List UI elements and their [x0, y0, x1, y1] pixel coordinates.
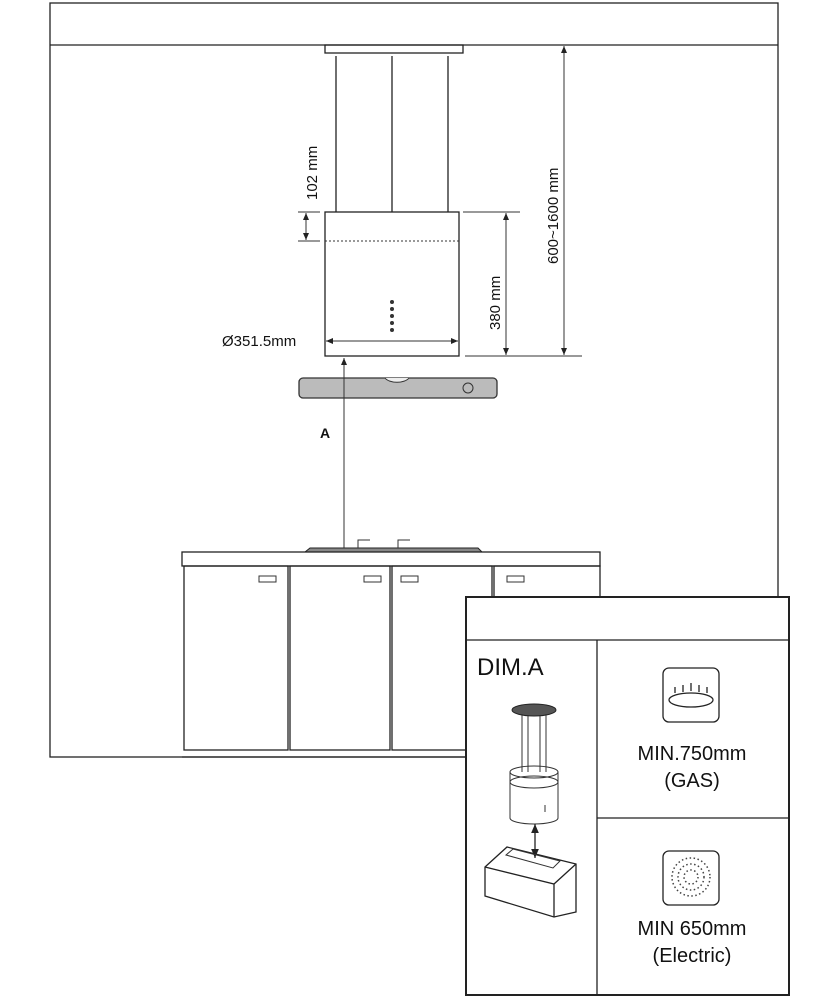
dimension-a: A [320, 358, 347, 548]
gas-burner-icon [662, 667, 720, 723]
electric-min-label: MIN 650mm [638, 918, 747, 940]
dimension-diameter: Ø351.5mm [222, 333, 458, 350]
dim-600-1600-label: 600~1600 mm [545, 168, 562, 264]
hood-mini-icon [484, 703, 577, 918]
dim-102-label: 102 mm [304, 146, 321, 200]
electric-hob-icon [662, 850, 720, 906]
range-hood [324, 44, 464, 357]
dimension-600-1600: 600~1600 mm [515, 46, 582, 357]
gas-min-label: MIN.750mm [638, 743, 747, 765]
gas-type-label: (GAS) [664, 770, 720, 792]
inset-title: DIM.A [477, 654, 544, 681]
dim-380-label: 380 mm [487, 276, 504, 330]
dimension-102: 102 mm [298, 146, 321, 242]
spirit-level [298, 377, 498, 399]
control-buttons [390, 300, 394, 332]
electric-type-label: (Electric) [653, 945, 732, 967]
dimension-380: 380 mm [463, 211, 520, 357]
dim-a-label: A [320, 425, 330, 441]
diameter-label: Ø351.5mm [222, 333, 296, 350]
dim-a-inset: DIM.A MIN.750mm (GAS) [465, 596, 790, 996]
